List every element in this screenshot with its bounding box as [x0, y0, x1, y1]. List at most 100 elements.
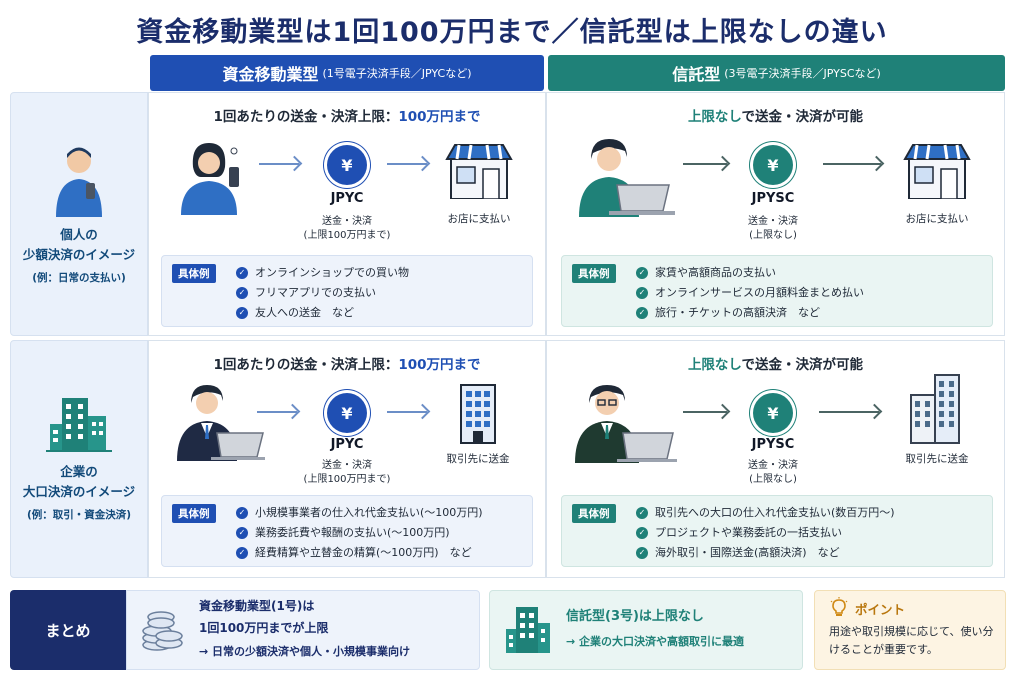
headline-suffix: で送金・決済が可能 [741, 357, 864, 373]
yen-coin-icon: ¥ [327, 393, 367, 433]
example-text: フリマアプリでの支払い [255, 286, 376, 299]
flow-arrow [683, 411, 727, 413]
example-text: オンラインショップでの買い物 [255, 266, 409, 279]
list-item: ✓ フリマアプリでの支払い [236, 283, 409, 303]
list-item: ✓取引先への大口の仕入れ代金支払い(数百万円〜) [636, 503, 895, 523]
examples-box: 具体例 ✓取引先への大口の仕入れ代金支払い(数百万円〜) ✓プロジェクトや業務委… [561, 495, 993, 567]
cell-corporate-trust: 上限なしで送金・決済が可能 ¥ JPYSC 送金・決済 (上限なし) 取引先 [546, 340, 1005, 578]
summary-point: ポイント 用途や取引規模に応じて、使い分けることが重要です。 [814, 590, 1006, 670]
row-label-line2: 少額決済のイメージ [22, 246, 136, 262]
check-icon: ✓ [636, 547, 648, 559]
cell-individual-fund-transfer: 1回あたりの送金・決済上限：100万円まで ¥ JPYC 送金・決済 (上限10… [148, 92, 546, 336]
check-icon: ✓ [236, 307, 248, 319]
summary-line1: 資金移動業型(1号)は [199, 599, 315, 613]
check-icon: ✓ [636, 287, 648, 299]
headline-emphasis: 100万円まで [398, 109, 481, 125]
coin-name: JPYSC [751, 437, 795, 452]
cell-headline: 上限なしで送金・決済が可能 [547, 353, 1004, 373]
cell-headline: 上限なしで送金・決済が可能 [547, 105, 1004, 125]
coin-sub-line2: (上限100万円まで) [303, 473, 391, 485]
list-item: ✓ 旅行・チケットの高額決済 など [636, 303, 864, 323]
office-building-icon [460, 384, 496, 444]
example-text: 家賃や高額商品の支払い [655, 266, 776, 279]
summary-fund-transfer: 資金移動業型(1号)は 1回100万円までが上限 → 日常の少額決済や個人・小規… [126, 590, 480, 670]
point-text: 用途や取引規模に応じて、使い分けることが重要です。 [829, 625, 994, 656]
flow-arrow [387, 411, 427, 413]
check-icon: ✓ [236, 287, 248, 299]
row-label-sub: (例：取引・資金決済) [26, 508, 132, 521]
check-icon: ✓ [636, 307, 648, 319]
example-text: プロジェクトや業務委託の一括支払い [655, 526, 842, 539]
headline-emphasis: 上限なし [687, 109, 742, 125]
coin-sub-line1: 送金・決済 [322, 216, 372, 227]
coin-sub: 送金・決済 (上限100万円まで) [287, 215, 407, 242]
shop-icon [445, 144, 513, 199]
coin-sub-line2: (上限なし) [749, 473, 797, 485]
example-text: 旅行・チケットの高額決済 など [655, 306, 820, 319]
flow-arrow [257, 411, 297, 413]
list-item: ✓海外取引・国際送金(高額決済) など [636, 543, 895, 563]
column-header-label: 信託型 [672, 65, 721, 84]
headline-prefix: 1回あたりの送金・決済上限： [213, 357, 399, 373]
coin-sub: 送金・決済 (上限なし) [713, 215, 833, 242]
examples-list: ✓家賃や高額商品の支払い ✓ オンラインサービスの月額料金まとめ払い ✓ 旅行・チケ… [636, 263, 864, 323]
businessman-with-laptop-icon [177, 385, 265, 461]
yen-coin-icon: ¥ [753, 393, 793, 433]
check-icon: ✓ [636, 527, 648, 539]
example-text: 経費精算や立替金の精算(〜100万円) など [255, 546, 472, 559]
destination-label: 取引先に送金 [446, 453, 510, 465]
man-with-laptop-icon [579, 139, 675, 217]
list-item: ✓オンラインショップでの買い物 [236, 263, 409, 283]
column-header-fund-transfer: 資金移動業型 (1号電子決済手段／JPYCなど) [150, 55, 544, 91]
row-label-line1: 企業の [60, 464, 98, 480]
headline-suffix: で送金・決済が可能 [741, 109, 864, 125]
cell-corporate-fund-transfer: 1回あたりの送金・決済上限：100万円まで ¥ JPYC 送金・決済 (上限10… [148, 340, 546, 578]
cell-headline: 1回あたりの送金・決済上限：100万円まで [149, 105, 545, 125]
column-header-sub: (1号電子決済手段／JPYCなど) [322, 67, 472, 80]
list-item: ✓ プロジェクトや業務委託の一括支払い [636, 523, 895, 543]
page-title: 資金移動業型は1回100万円まで／信託型は上限なしの違い [136, 17, 888, 48]
lightbulb-icon [830, 597, 848, 616]
row-label-corporate: 企業の 大口決済のイメージ (例：取引・資金決済) [10, 340, 148, 578]
summary-line3: → 日常の少額決済や個人・小規模事業向け [199, 645, 411, 658]
check-icon: ✓ [636, 507, 648, 519]
list-item: ✓家賃や高額商品の支払い [636, 263, 864, 283]
examples-list: ✓ 小規模事業者の仕入れ代金支払い(〜100万円) ✓業務委託費や報酬の支払い(〜… [236, 503, 483, 563]
flow-arrow [823, 163, 881, 165]
example-text: オンラインサービスの月額料金まとめ払い [655, 286, 864, 299]
examples-box: 具体例 ✓オンラインショップでの買い物 ✓フリマアプリでの支払い ✓友人への送金… [161, 255, 533, 327]
row-label-line2: 大口決済のイメージ [22, 483, 136, 499]
summary-line2: → 企業の大口決済や高額取引に最適 [566, 635, 745, 648]
coin-name: JPYC [330, 191, 364, 206]
coin-sub: 送金・決済 (上限100万円まで) [287, 459, 407, 486]
coin-sub-line2: (上限100万円まで) [303, 229, 391, 241]
examples-box: 具体例 ✓小規模事業者の仕入れ代金支払い(〜100万円) ✓業務委託費や報酬の支… [161, 495, 533, 567]
list-item: ✓ 小規模事業者の仕入れ代金支払い(〜100万円) [236, 503, 483, 523]
list-item: ✓友人への送金 など [236, 303, 409, 323]
examples-badge: 具体例 [572, 264, 616, 283]
destination-label: 取引先に送金 [905, 453, 969, 465]
person-phone-icon [56, 147, 102, 218]
column-header-sub: (3号電子決済手段／JPYSCなど) [724, 67, 881, 80]
woman-with-phone-icon [181, 143, 239, 215]
flow-arrow [683, 163, 727, 165]
check-icon: ✓ [236, 527, 248, 539]
coin-name: JPYC [330, 437, 364, 452]
check-icon: ✓ [236, 507, 248, 519]
row-label-line1: 個人の [60, 227, 98, 243]
list-item: ✓業務委託費や報酬の支払い(〜100万円) [236, 523, 483, 543]
summary-line2: 1回100万円までが上限 [199, 621, 329, 635]
summary-line1: 信託型(3号)は上限なし [566, 609, 704, 624]
destination-label: お店に支払い [905, 213, 969, 225]
example-text: 小規模事業者の仕入れ代金支払い(〜100万円) [255, 506, 483, 519]
examples-list: ✓取引先への大口の仕入れ代金支払い(数百万円〜) ✓ プロジェクトや業務委託の一括… [636, 503, 895, 563]
flow-arrow [819, 411, 879, 413]
yen-coin-icon: ¥ [753, 145, 793, 185]
shop-icon [903, 144, 971, 199]
headline-emphasis: 100万円まで [398, 357, 481, 373]
summary-label: まとめ [10, 590, 126, 670]
row-label-sub: (例：日常の支払い) [32, 271, 126, 284]
flow-arrow [387, 163, 427, 165]
cell-individual-trust: 上限なしで送金・決済が可能 ¥ JPYSC 送金・決済 (上限なし) お店に支払… [546, 92, 1005, 336]
coin-sub-line1: 送金・決済 [748, 460, 798, 471]
